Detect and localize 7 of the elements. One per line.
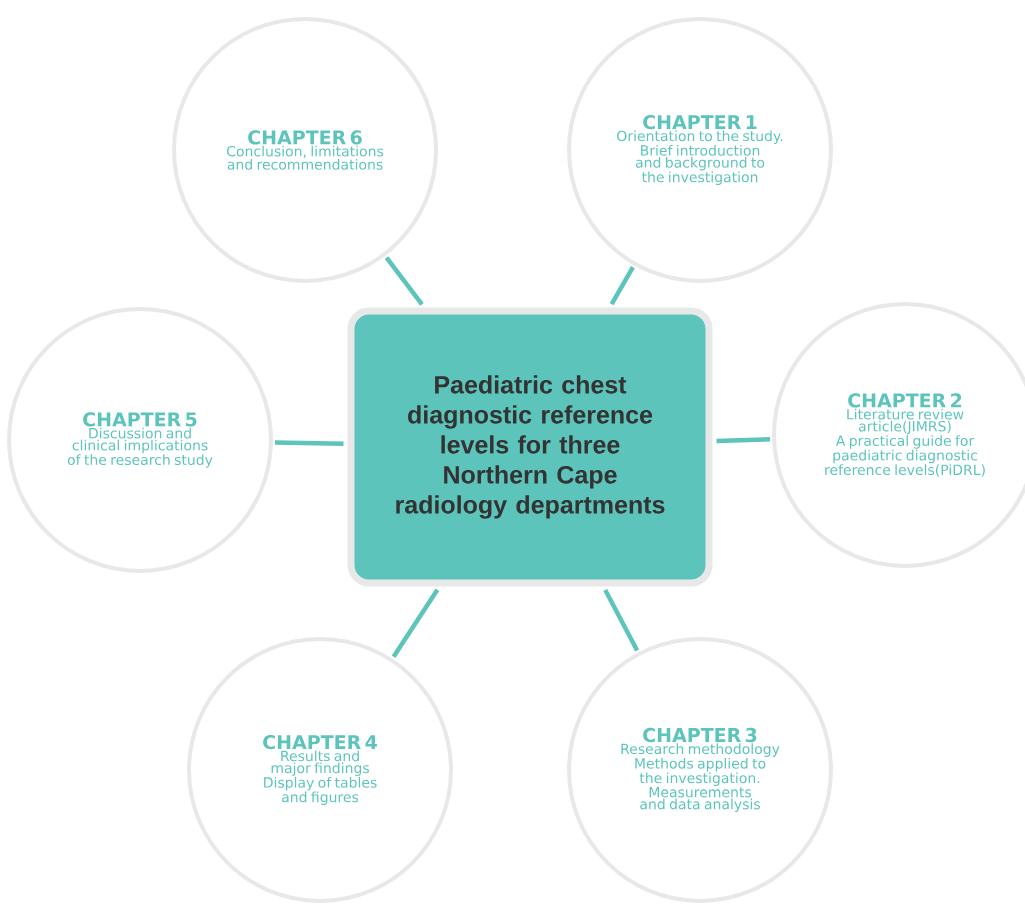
connector-line xyxy=(603,588,640,652)
connector-line xyxy=(391,588,440,659)
connector-line xyxy=(716,437,771,444)
connector-line xyxy=(384,256,424,306)
connector-line xyxy=(274,440,344,446)
connector-line xyxy=(609,266,635,306)
title-box: Paediatric chest diagnostic reference levels for three Northern Cape radiology departments xyxy=(347,307,713,587)
